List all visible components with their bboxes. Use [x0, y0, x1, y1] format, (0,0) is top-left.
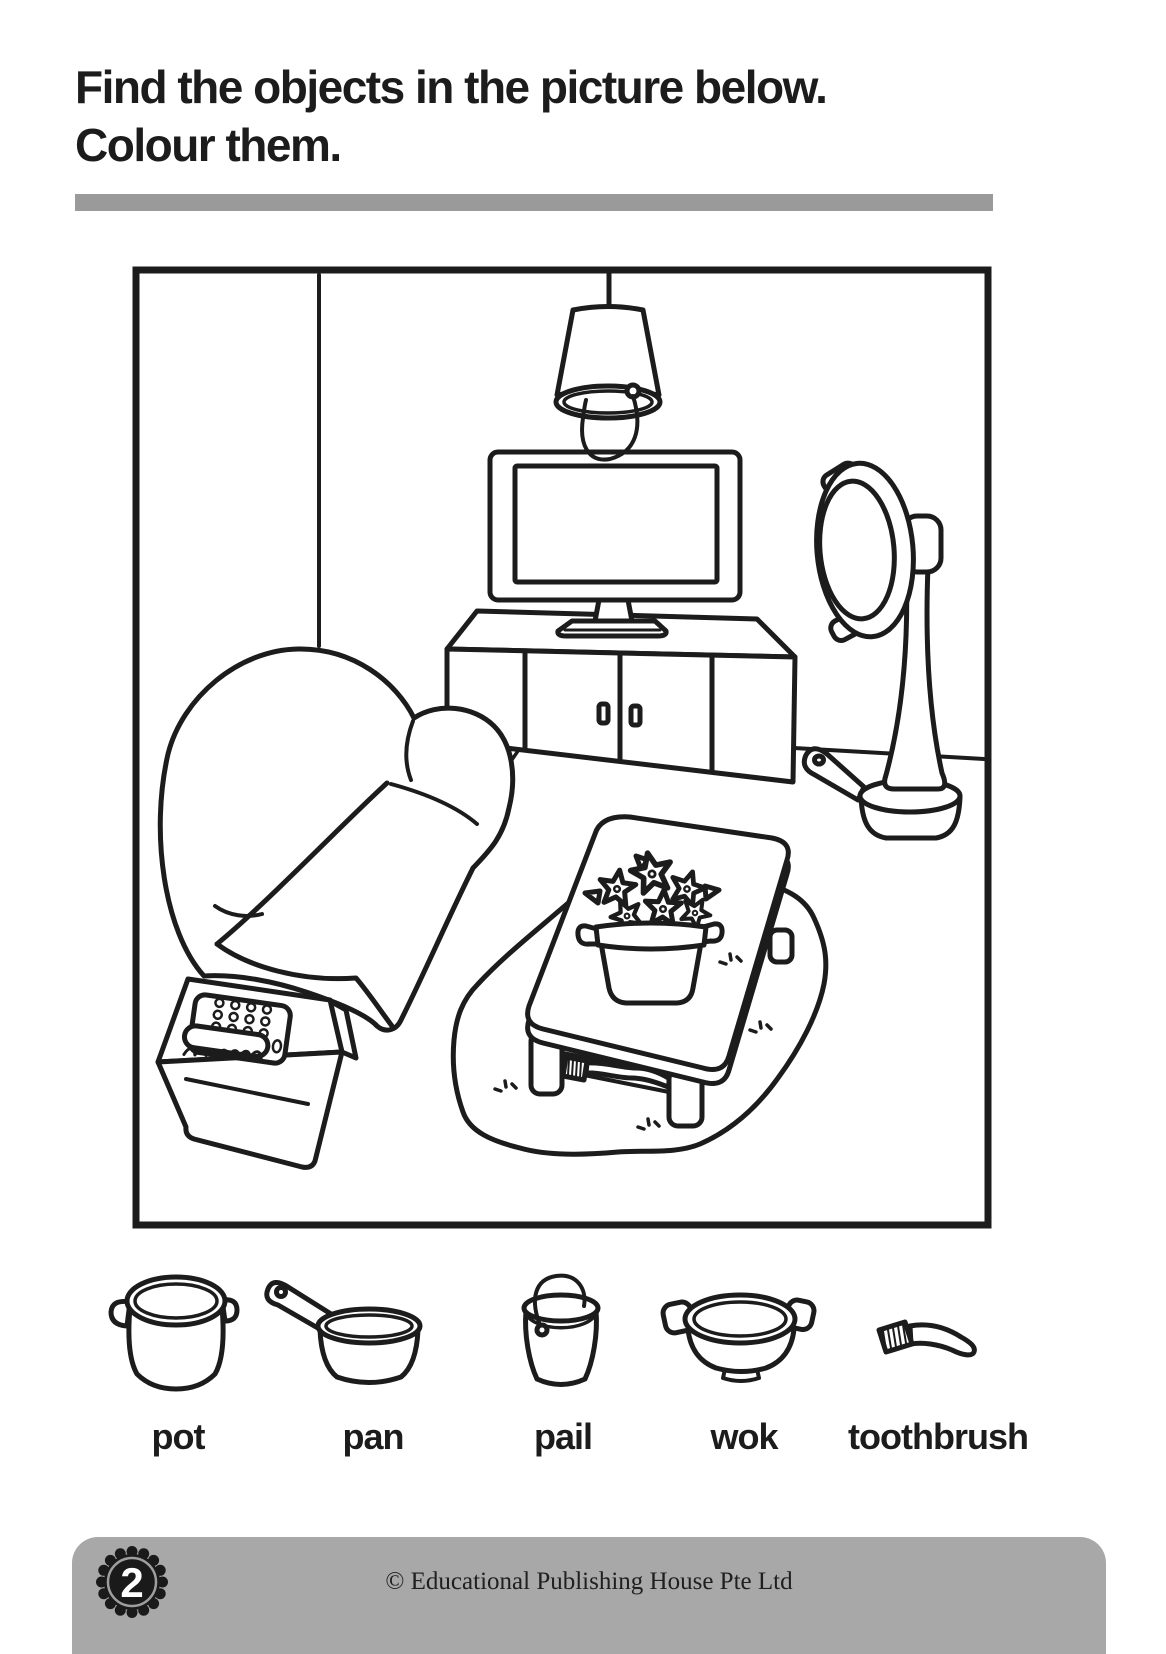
television	[487, 449, 743, 639]
footer-bar	[72, 1537, 1106, 1654]
page-number-badge: 2	[96, 1546, 168, 1618]
word-bank-icons	[108, 1273, 977, 1392]
wok-fan	[801, 460, 963, 841]
pot-planter	[575, 849, 725, 1006]
telephone-keypad	[210, 997, 273, 1039]
word-label-pail: pail	[533, 1416, 593, 1457]
word-label-wok: wok	[710, 1416, 778, 1457]
fan-pole	[882, 559, 948, 792]
pail-icon	[521, 1273, 601, 1387]
side-table	[155, 976, 359, 1170]
scene-svg	[132, 266, 992, 1229]
word-label-toothbrush: toothbrush	[848, 1416, 1029, 1457]
title-divider-bar	[75, 194, 993, 211]
cabinet-door-handle	[628, 703, 643, 728]
scene-illustration	[127, 261, 1003, 1236]
pail-handle	[580, 394, 640, 462]
instruction-line-1: Find the objects in the picture below.	[75, 61, 828, 113]
word-label-pot: pot	[151, 1416, 206, 1457]
pail-lamp	[553, 271, 663, 462]
toothbrush-icon	[876, 1319, 977, 1358]
copyright-text: © Educational Publishing House Pte Ltd	[385, 1568, 793, 1595]
word-bank	[95, 1252, 1005, 1400]
telephone	[181, 992, 293, 1066]
page-number: 2	[120, 1559, 143, 1606]
pan-icon	[264, 1280, 423, 1385]
wok-icon	[660, 1292, 817, 1383]
armchair	[157, 646, 516, 1033]
telephone-handset	[181, 1023, 271, 1060]
cabinet-door-handle	[596, 701, 611, 726]
tv-screen	[512, 463, 720, 585]
pot-icon	[108, 1274, 240, 1392]
telephone-cord	[182, 1047, 263, 1060]
instruction-title: Find the objects in the picture below. C…	[75, 58, 828, 174]
word-label-pan: pan	[342, 1416, 404, 1457]
instruction-line-2: Colour them.	[75, 119, 342, 171]
